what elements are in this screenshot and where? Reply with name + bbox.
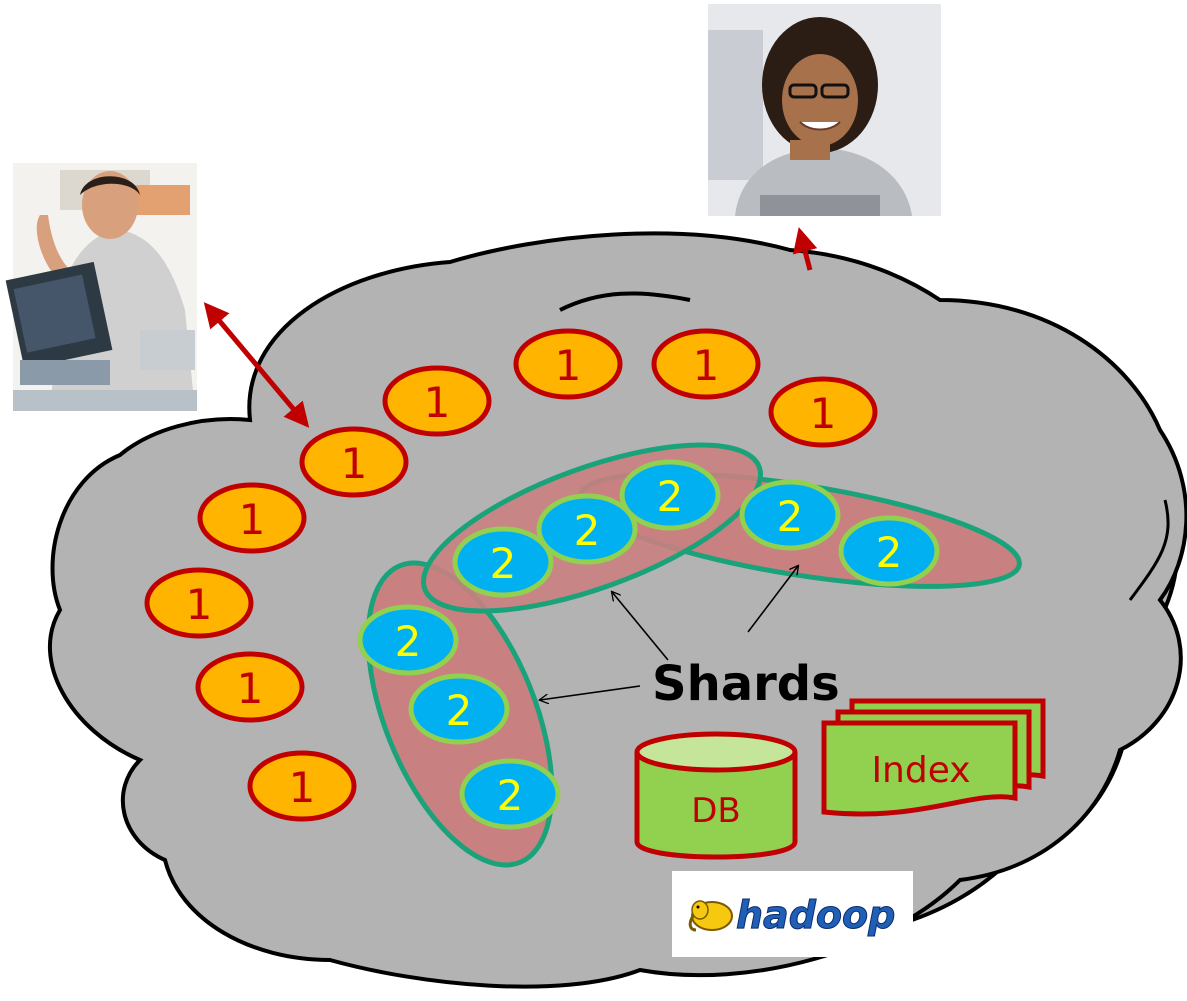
svg-text:1: 1 bbox=[237, 664, 264, 713]
svg-text:1: 1 bbox=[289, 763, 316, 812]
hadoop-logo: hadoop bbox=[672, 871, 913, 957]
shards-label: Shards bbox=[652, 656, 840, 712]
index-documents-icon: Index bbox=[821, 698, 1046, 817]
svg-text:2: 2 bbox=[574, 506, 601, 555]
user-man-photo bbox=[5, 163, 197, 411]
tier2-node: 2 bbox=[408, 673, 510, 745]
svg-text:1: 1 bbox=[693, 341, 720, 390]
index-label: Index bbox=[871, 750, 970, 791]
svg-text:1: 1 bbox=[186, 580, 213, 629]
tier2-node: 2 bbox=[357, 604, 459, 676]
svg-text:2: 2 bbox=[657, 472, 684, 521]
tier1-nodes: 1 1 1 1 1 1 1 1 1 bbox=[144, 328, 878, 822]
shards-arrow-right bbox=[747, 566, 798, 633]
tier1-node: 1 bbox=[382, 365, 492, 437]
tier1-node: 1 bbox=[197, 482, 307, 554]
svg-text:1: 1 bbox=[555, 341, 582, 390]
svg-text:2: 2 bbox=[777, 492, 804, 541]
tier2-node: 2 bbox=[838, 515, 940, 587]
tier1-node: 1 bbox=[513, 328, 623, 400]
svg-text:2: 2 bbox=[497, 771, 524, 820]
tier2-node: 2 bbox=[459, 758, 561, 830]
svg-text:1: 1 bbox=[239, 495, 266, 544]
svg-text:1: 1 bbox=[341, 439, 368, 488]
hadoop-wordmark: hadoop bbox=[736, 893, 895, 937]
shards-arrow-middle bbox=[612, 592, 669, 661]
svg-text:2: 2 bbox=[490, 539, 517, 588]
tier1-node: 1 bbox=[768, 376, 878, 448]
tier1-node: 1 bbox=[247, 750, 357, 822]
svg-text:2: 2 bbox=[876, 528, 903, 577]
tier1-node: 1 bbox=[651, 328, 761, 400]
tier2-node: 2 bbox=[739, 479, 841, 551]
tier2-node: 2 bbox=[619, 459, 721, 531]
tier1-node: 1 bbox=[195, 651, 305, 723]
tier2-node: 2 bbox=[536, 493, 638, 565]
db-label: DB bbox=[691, 791, 741, 831]
database-icon: DB bbox=[634, 731, 798, 860]
tier2-node: 2 bbox=[452, 526, 554, 598]
tier1-node: 1 bbox=[299, 426, 409, 498]
svg-text:2: 2 bbox=[446, 686, 473, 735]
user-woman-photo bbox=[708, 4, 941, 216]
shards-arrow-left bbox=[540, 685, 641, 700]
hadoop-elephant-logo bbox=[688, 900, 733, 932]
tier2-nodes: 2 2 2 2 2 2 2 2 bbox=[357, 459, 940, 830]
svg-text:2: 2 bbox=[395, 617, 422, 666]
woman-connection-arrow bbox=[793, 227, 818, 271]
svg-text:1: 1 bbox=[424, 378, 451, 427]
svg-text:1: 1 bbox=[810, 389, 837, 438]
tier1-node: 1 bbox=[144, 567, 254, 639]
man-connection-arrow bbox=[203, 302, 310, 428]
